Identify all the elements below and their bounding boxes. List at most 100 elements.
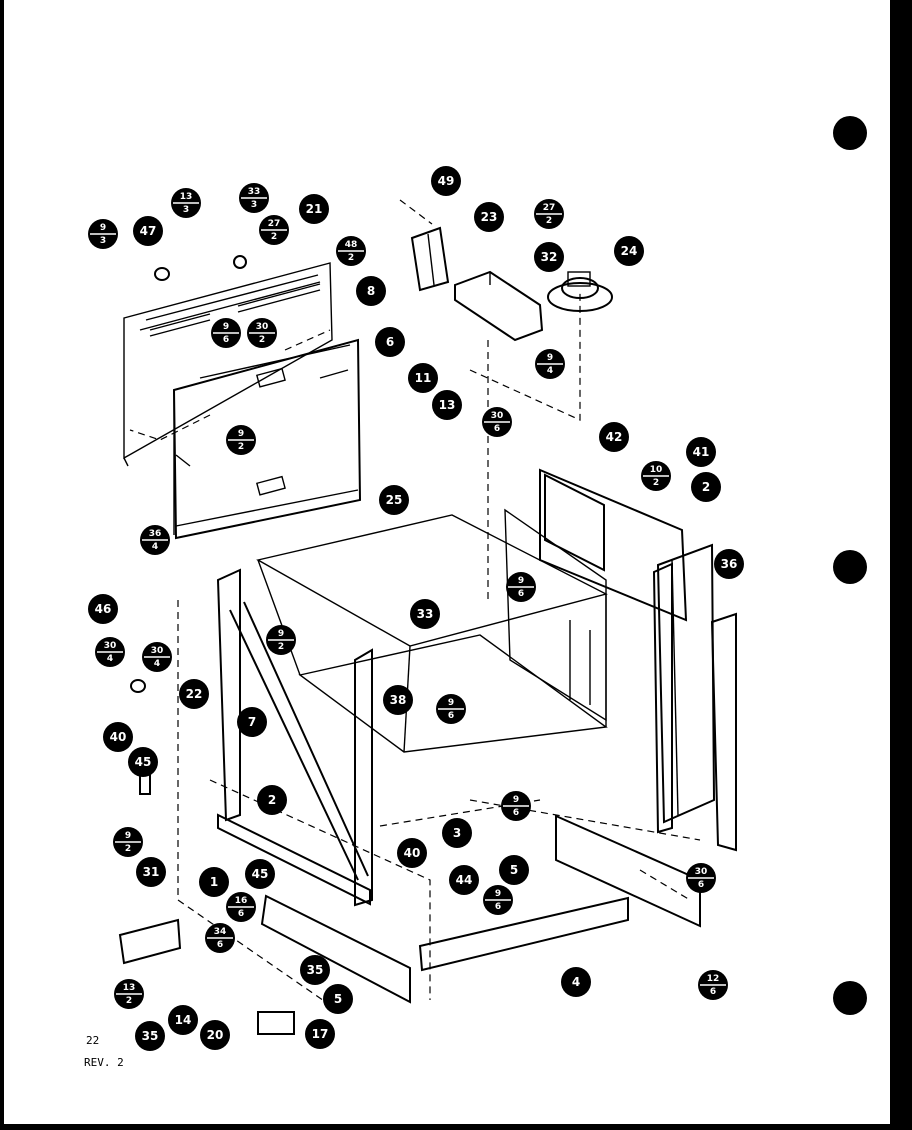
- callout-circle: [299, 194, 329, 224]
- top-cover-assembly: [410, 226, 613, 342]
- rear-control-panel: [172, 338, 362, 540]
- callout-4: 32: [534, 242, 564, 272]
- callout-circle: [614, 236, 644, 266]
- callout-circle: [686, 437, 716, 467]
- callout-label: 40: [404, 846, 421, 860]
- callout-62: 20: [200, 1020, 230, 1050]
- callout-circle: [499, 855, 529, 885]
- callout-49: 31: [136, 857, 166, 887]
- callout-circle: [88, 594, 118, 624]
- callout-label: 5: [510, 863, 518, 877]
- callout-50: 1: [199, 867, 229, 897]
- callout-circle: [135, 1021, 165, 1051]
- callout-circle: [133, 216, 163, 246]
- callout-circle: [356, 276, 386, 306]
- callout-circle: [714, 549, 744, 579]
- callout-circle: [323, 984, 353, 1014]
- callout-circle: [431, 166, 461, 196]
- callout-5: 24: [614, 236, 644, 266]
- callout-circle: [408, 363, 438, 393]
- callout-13: 8: [356, 276, 386, 306]
- rear-upright: [652, 562, 737, 852]
- callout-circle: [397, 838, 427, 868]
- callout-circle: [305, 1019, 335, 1049]
- callout-label: 36: [721, 557, 738, 571]
- callout-16: 6: [375, 327, 405, 357]
- small-hardware: [118, 255, 295, 1035]
- callout-circle: [103, 722, 133, 752]
- callout-circle: [474, 202, 504, 232]
- callout-39: 40: [103, 722, 133, 752]
- callout-label: 13: [439, 398, 456, 412]
- callout-59: 14: [168, 1005, 198, 1035]
- callout-label: 42: [606, 430, 623, 444]
- callout-label: 17: [312, 1027, 329, 1041]
- callout-label: 24: [621, 244, 638, 258]
- callout-circle: [168, 1005, 198, 1035]
- callout-circle: [432, 390, 462, 420]
- callout-61: 35: [135, 1021, 165, 1051]
- callout-circle: [200, 1020, 230, 1050]
- side-panels: [539, 468, 716, 824]
- callout-label: 44: [456, 873, 473, 887]
- callout-17: 11: [408, 363, 438, 393]
- callout-28: 36: [714, 549, 744, 579]
- callout-label: 49: [438, 174, 455, 188]
- callout-circle: [442, 818, 472, 848]
- callout-23: 41: [686, 437, 716, 467]
- callout-label: 25: [386, 493, 403, 507]
- callout-label: 35: [142, 1029, 159, 1043]
- callout-label: 23: [481, 210, 498, 224]
- callout-circle: [128, 747, 158, 777]
- callout-25: 2: [691, 472, 721, 502]
- callout-label: 5: [334, 992, 342, 1006]
- callout-circle: [199, 867, 229, 897]
- rear-upper-panel: [123, 262, 333, 467]
- callout-label: 32: [541, 250, 558, 264]
- callout-label: 46: [95, 602, 112, 616]
- callout-label: 1: [210, 875, 218, 889]
- callout-label: 3: [453, 826, 461, 840]
- callout-43: 3: [442, 818, 472, 848]
- callout-7: 47: [133, 216, 163, 246]
- callout-circle: [599, 422, 629, 452]
- callout-circle: [449, 865, 479, 895]
- binder-hole-bottom: [833, 981, 867, 1015]
- callout-circle: [383, 685, 413, 715]
- callout-35: 22: [179, 679, 209, 709]
- callout-label: 45: [135, 755, 152, 769]
